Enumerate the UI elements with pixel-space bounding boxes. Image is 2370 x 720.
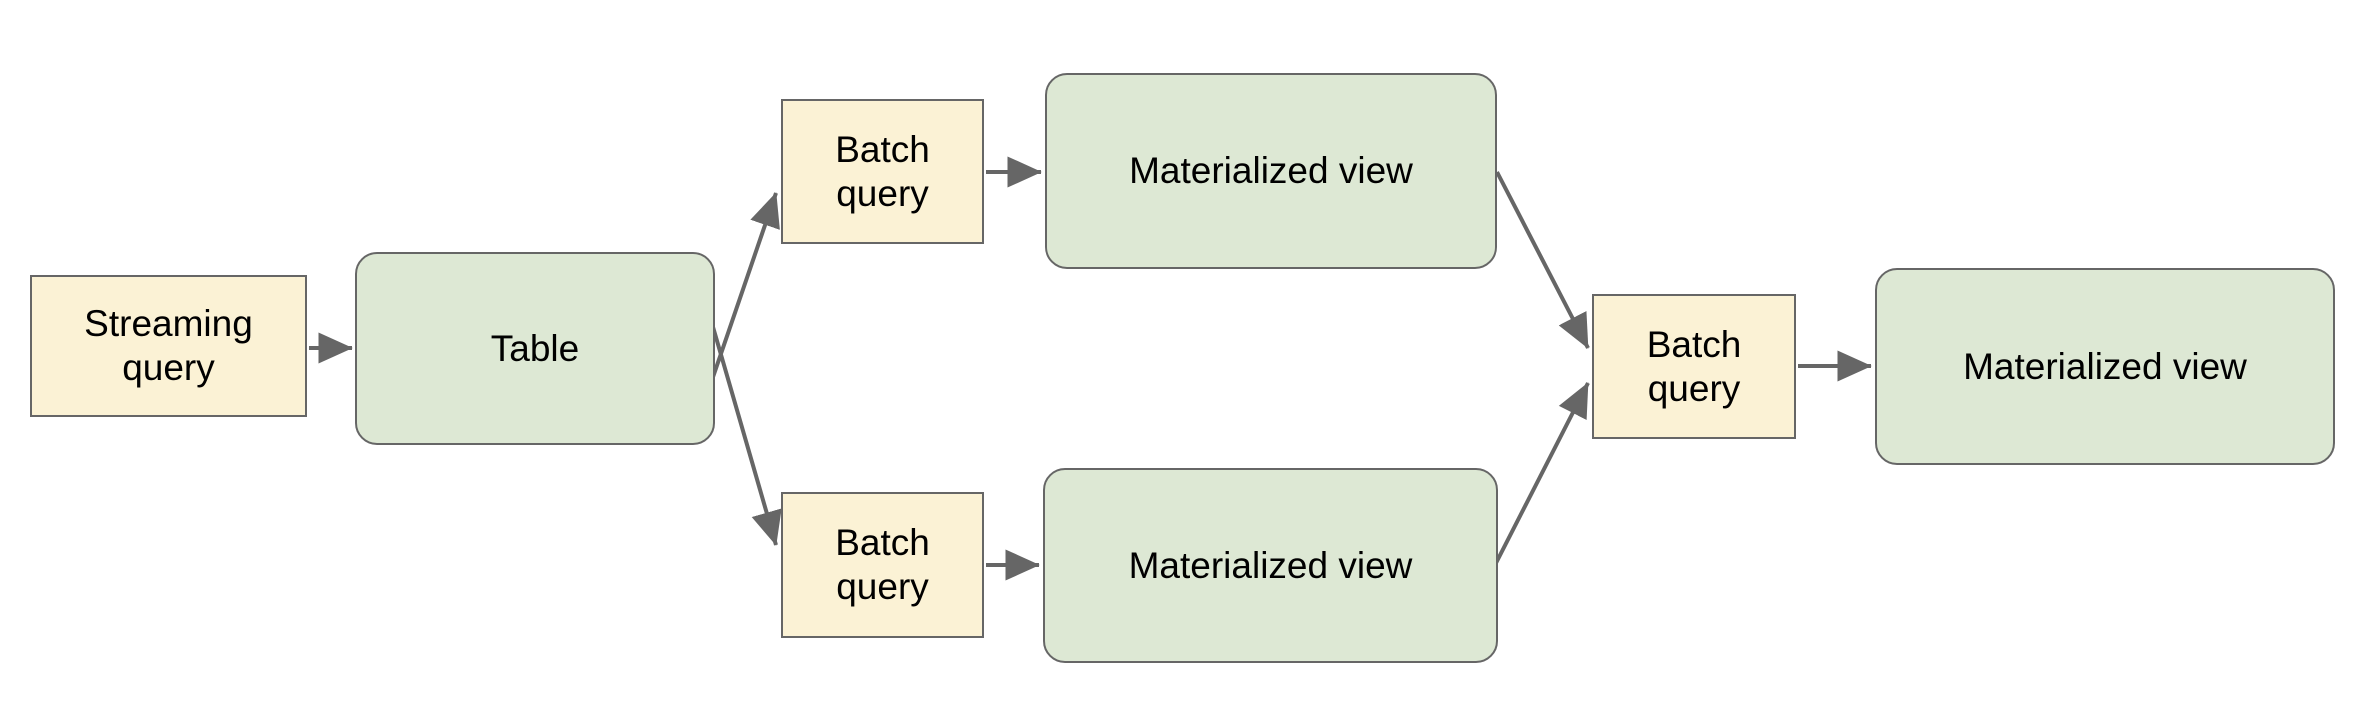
node-streaming-query[interactable]: Streaming query xyxy=(30,275,307,417)
node-label: Materialized view xyxy=(1963,345,2247,387)
node-label: Streaming query xyxy=(84,303,253,388)
node-batch-query-bottom[interactable]: Batch query xyxy=(781,492,984,638)
node-label: Batch query xyxy=(835,128,930,214)
node-label: Table xyxy=(490,327,580,369)
node-label: Materialized view xyxy=(1128,544,1413,586)
node-batch-query-top[interactable]: Batch query xyxy=(781,99,984,244)
edge-mv-top-to-batch-merge xyxy=(1495,171,1590,349)
edge-mv-bottom-to-batch-merge xyxy=(1493,382,1590,566)
node-label: Batch query xyxy=(1646,323,1742,409)
node-table[interactable]: Table xyxy=(355,252,715,445)
node-materialized-view-final[interactable]: Materialized view xyxy=(1875,268,2335,465)
node-label: Batch query xyxy=(835,522,930,607)
node-materialized-view-top[interactable]: Materialized view xyxy=(1045,73,1497,269)
node-batch-query-merge[interactable]: Batch query xyxy=(1592,294,1796,439)
node-materialized-view-bottom[interactable]: Materialized view xyxy=(1043,468,1498,663)
node-label: Materialized view xyxy=(1129,150,1413,192)
